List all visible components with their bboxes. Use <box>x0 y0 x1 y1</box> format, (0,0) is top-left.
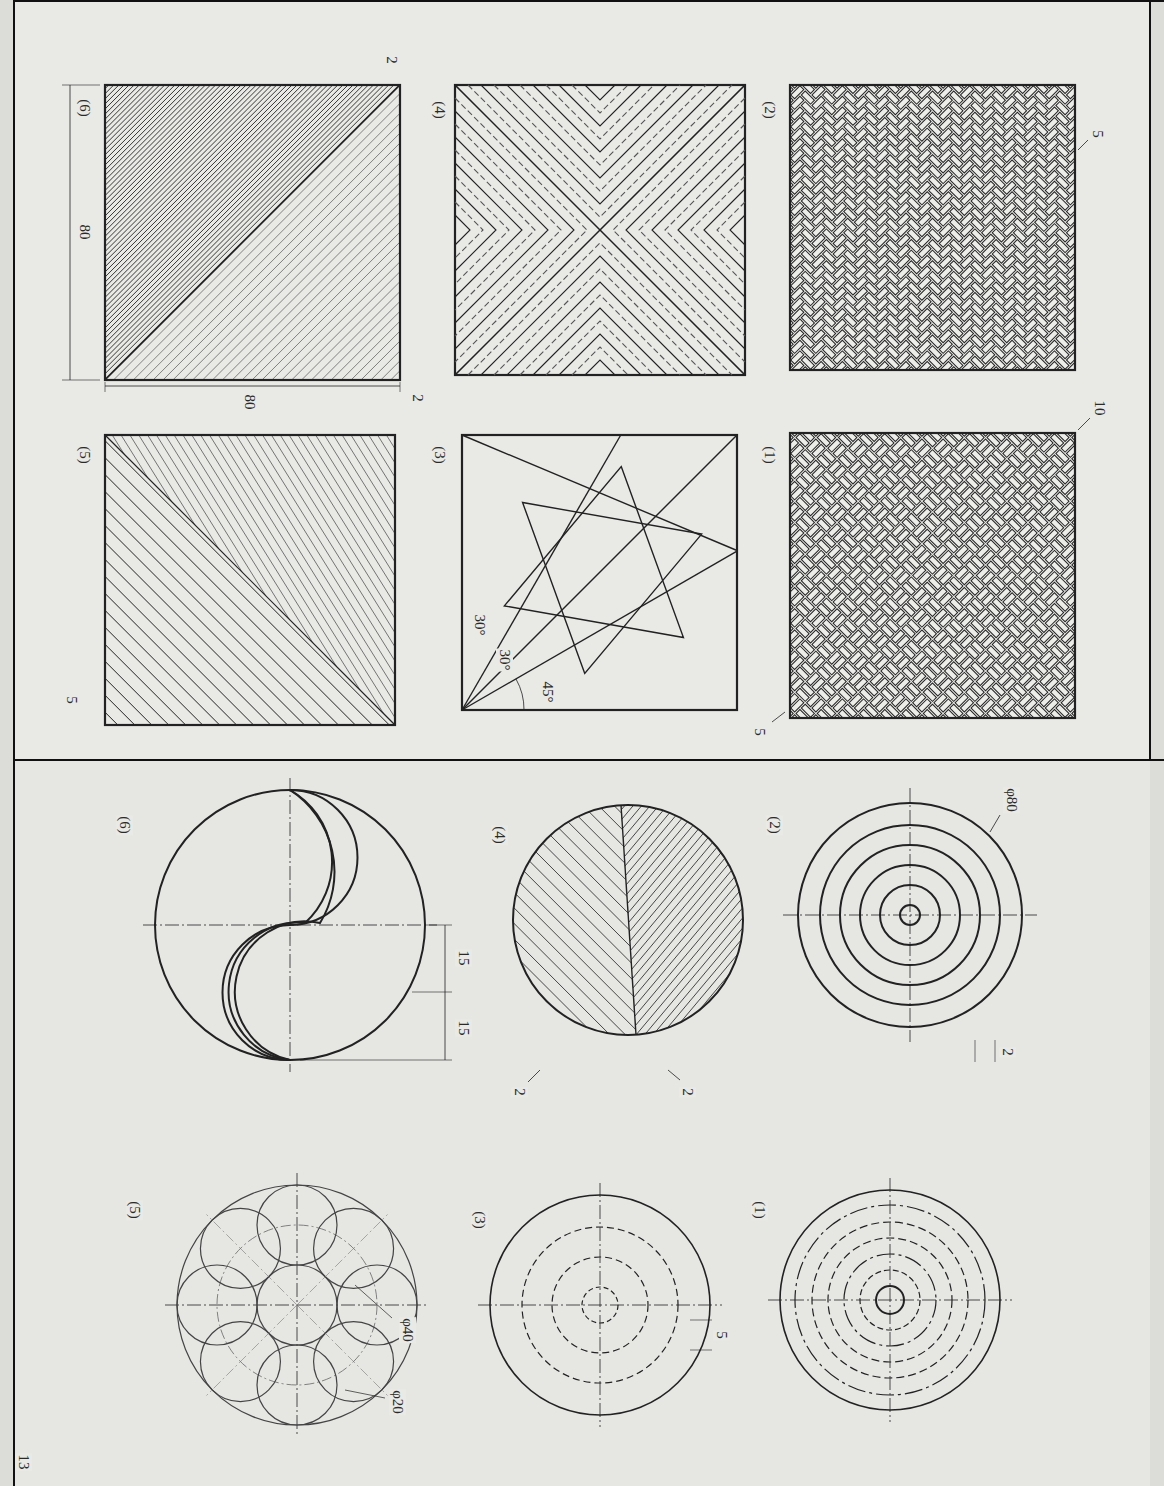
exercise-number: (2) <box>762 100 779 120</box>
exercise-number-holder: (2) <box>761 100 779 120</box>
dimension-value: 2 <box>512 1087 529 1097</box>
angle-value: 45° <box>540 681 557 704</box>
dimension-value-holder: 5 <box>713 1330 731 1340</box>
dimension-value: 10 <box>1092 400 1109 417</box>
exercise-number-holder: (2) <box>766 815 784 835</box>
exercise-number: (3) <box>432 445 449 465</box>
dimension-value-holder: 2 <box>409 393 427 403</box>
diameter-value: φ20 <box>390 1389 407 1415</box>
dimension-value-holder: 80 <box>241 394 259 411</box>
angle-value: 30° <box>497 649 514 672</box>
dimension-value: 80 <box>242 394 259 411</box>
exercise-number-holder: (1) <box>751 1200 769 1220</box>
dimension-value-holder: 2 <box>511 1087 529 1097</box>
dimension-value: 2 <box>384 55 401 65</box>
exercise-number-holder: (4) <box>431 100 449 120</box>
dimension-value-holder: 2 <box>999 1047 1017 1057</box>
sheet-top <box>14 0 1150 760</box>
diameter-value-holder: φ40 <box>399 1317 417 1343</box>
dimension-value: 5 <box>64 695 81 705</box>
exercise-number-holder: (3) <box>471 1210 489 1230</box>
exercise-number: (5) <box>127 1200 144 1220</box>
sheet-bottom <box>14 760 1150 1486</box>
exercise-number: (3) <box>472 1210 489 1230</box>
exercise-number-holder: (5) <box>126 1200 144 1220</box>
dimension-value-holder: 2 <box>679 1087 697 1097</box>
angle-value-holder: 45° <box>539 681 557 704</box>
dimension-value-holder: 15 <box>455 1020 473 1037</box>
exercise-number: (1) <box>752 1200 769 1220</box>
dimension-value-holder: 5 <box>63 695 81 705</box>
exercise-number: (4) <box>432 100 449 120</box>
dimension-value-holder: 5 <box>751 727 769 737</box>
dimension-value: 2 <box>410 393 427 403</box>
exercise-number: (5) <box>77 445 94 465</box>
diameter-value: φ80 <box>1004 787 1021 813</box>
angle-value: 30° <box>472 614 489 637</box>
exercise-number-holder: (6) <box>116 815 134 835</box>
dimension-value: 5 <box>752 727 769 737</box>
exercise-number-holder: (1) <box>761 445 779 465</box>
dimension-value-holder: 80 <box>76 224 94 241</box>
exercise-number-holder: (4) <box>491 825 509 845</box>
dimension-value: 15 <box>456 1020 473 1037</box>
angle-value-holder: 30° <box>471 614 489 637</box>
page-number-holder: 13 <box>15 1454 33 1471</box>
angle-value-holder: 30° <box>496 649 514 672</box>
exercise-number-holder: (6) <box>76 98 94 118</box>
dimension-value-holder: 15 <box>455 950 473 967</box>
exercise-number: (2) <box>767 815 784 835</box>
exercise-number-holder: (5) <box>76 445 94 465</box>
dimension-value: 5 <box>714 1330 731 1340</box>
dimension-value: 2 <box>680 1087 697 1097</box>
diameter-value-holder: φ20 <box>389 1389 407 1415</box>
page-number: 13 <box>16 1454 33 1471</box>
dimension-value: 2 <box>1000 1047 1017 1057</box>
dimension-value-holder: 2 <box>383 55 401 65</box>
diameter-value: φ40 <box>400 1317 417 1343</box>
dimension-value-holder: 5 <box>1089 129 1107 139</box>
dimension-value: 15 <box>456 950 473 967</box>
exercise-number: (1) <box>762 445 779 465</box>
exercises <box>0 0 1164 1437</box>
exercise-number: (6) <box>117 815 134 835</box>
dimension-value-holder: 10 <box>1091 400 1109 417</box>
diameter-value-holder: φ80 <box>1003 787 1021 813</box>
exercise-number: (4) <box>492 825 509 845</box>
exercise-number-holder: (3) <box>431 445 449 465</box>
table-rules <box>14 0 1164 1486</box>
exercise-number: (6) <box>77 98 94 118</box>
dimension-value: 80 <box>77 224 94 241</box>
dimension-value: 5 <box>1090 129 1107 139</box>
